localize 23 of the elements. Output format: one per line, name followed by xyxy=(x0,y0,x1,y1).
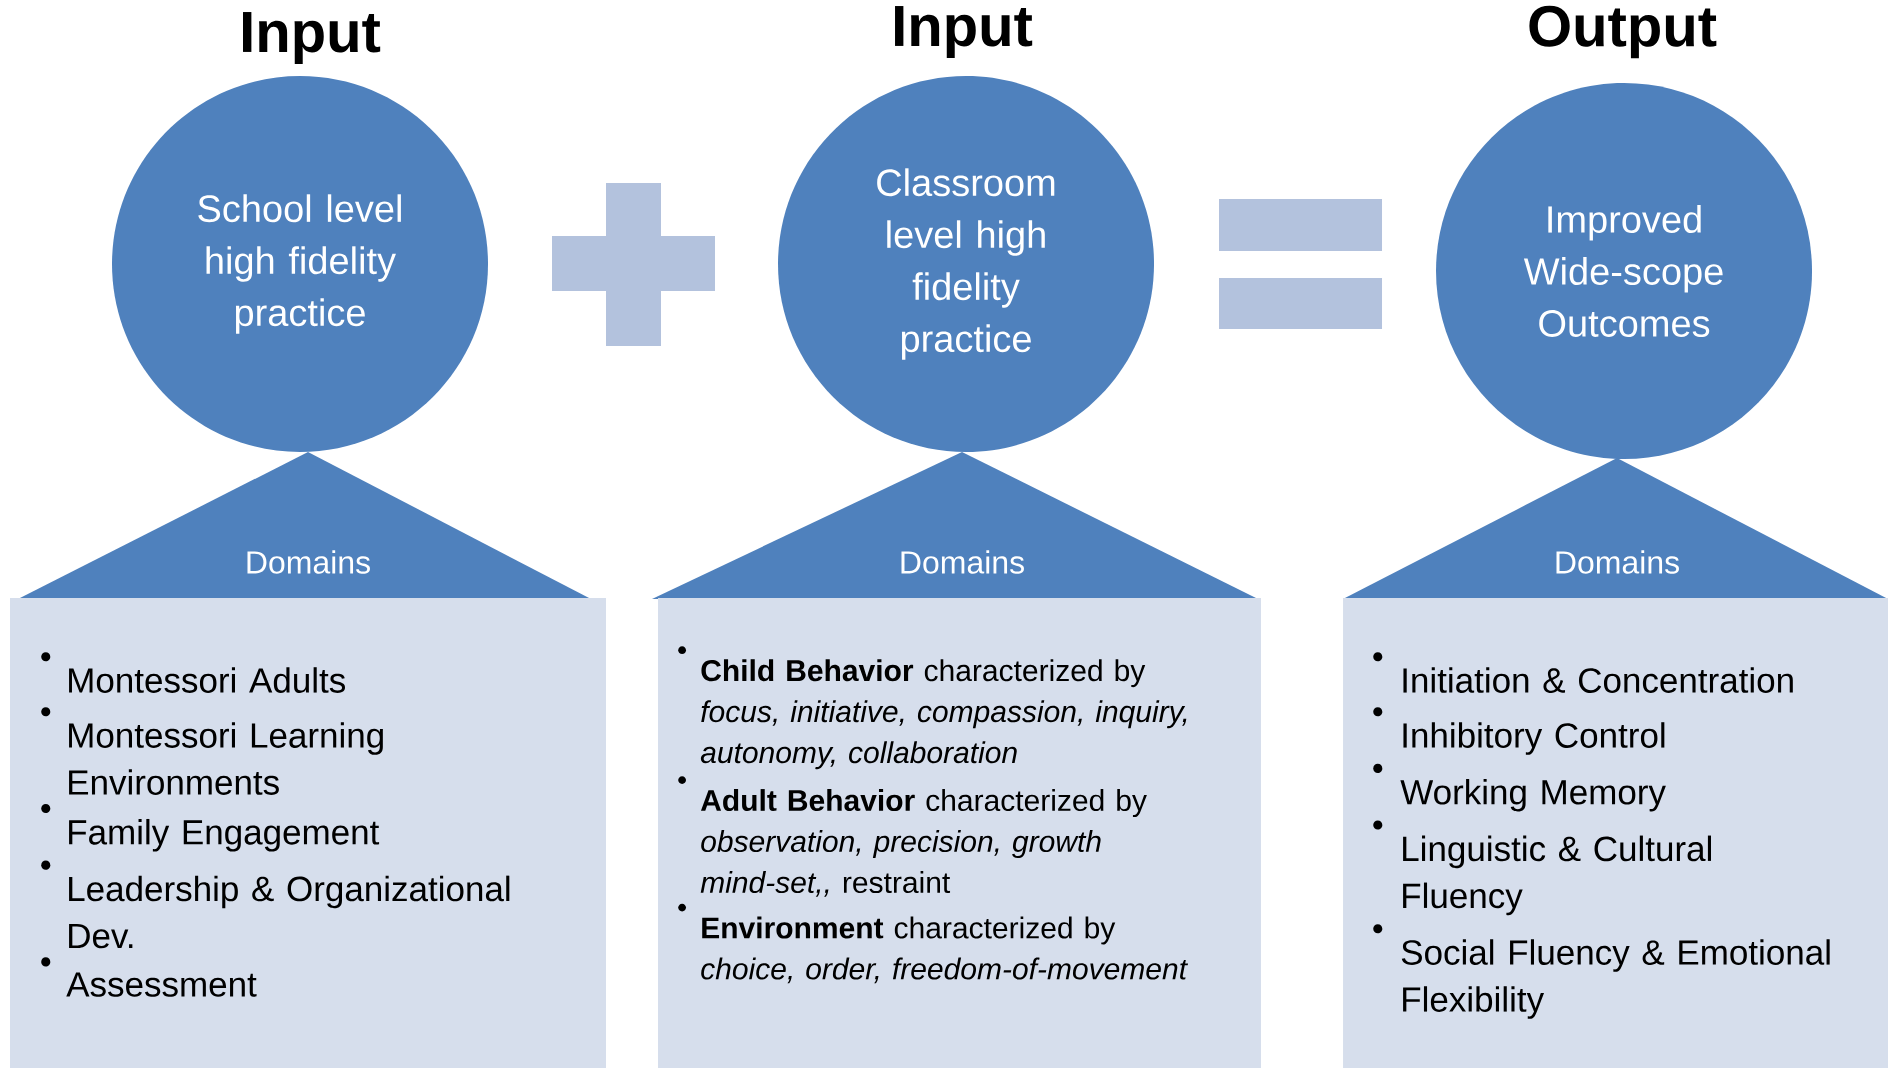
heading: Output xyxy=(1529,5,1717,59)
bullet-item: Assessment xyxy=(66,972,257,997)
list-panel xyxy=(658,598,1261,1068)
domains-triangle: Domains xyxy=(1343,458,1888,599)
bullet-item: Inhibitory Control xyxy=(1403,722,1665,755)
circle-node: Classroom level high fidelity practice xyxy=(778,76,1154,452)
bullet-item: Linguistic & Cultural Fluency xyxy=(1403,835,1711,916)
bullet-item: Montessori Learning Environments xyxy=(69,722,383,795)
heading: Input xyxy=(243,12,381,64)
bullet-item: Working Memory xyxy=(1400,778,1666,812)
bullet-item: Leadership & Organizational Dev. xyxy=(69,875,510,949)
domains-triangle: Domains xyxy=(18,452,591,599)
heading: Input xyxy=(895,6,1033,58)
bullet-item: Family Engagement xyxy=(69,818,380,852)
list-panel xyxy=(1343,598,1888,1068)
domains-triangle: Domains xyxy=(652,452,1258,599)
bullet-item: Initiation & Concentration xyxy=(1403,667,1793,693)
bullet-item: Environment characterized by choice, order, freedom-of-movement xyxy=(701,916,1189,984)
list-panel xyxy=(10,598,606,1068)
bullet-item: Montessori Adults xyxy=(69,667,345,693)
bullet-item: Social Fluency & Emotional Flexibility xyxy=(1401,939,1830,1019)
circle-node: Improved Wide-scope Outcomes xyxy=(1436,83,1812,459)
circle-node: School level high fidelity practice xyxy=(112,76,488,452)
